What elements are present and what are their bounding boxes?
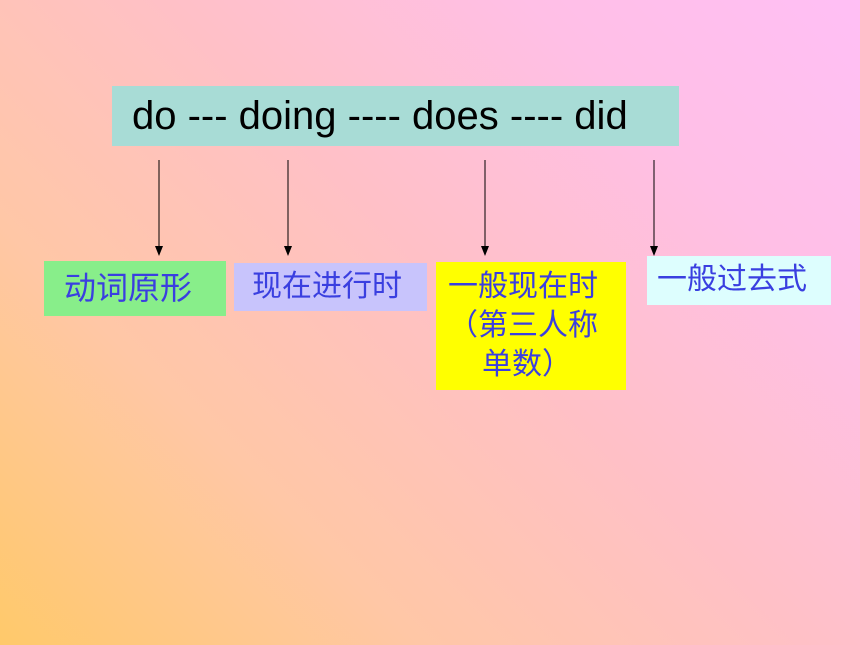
simple-present-label: 一般现在时 （第三人称 单数）: [436, 262, 626, 390]
base-form-label: 动词原形: [44, 261, 226, 316]
arrowhead-does: [481, 246, 489, 256]
simple-present-line3: 单数）: [482, 347, 572, 382]
simple-present-line1: 一般现在时: [448, 269, 598, 304]
simple-present-line2: （第三人称: [448, 308, 598, 343]
arrowhead-doing: [284, 246, 292, 256]
present-continuous-label: 现在进行时: [234, 263, 427, 311]
arrowhead-did: [650, 246, 658, 256]
simple-past-label: 一般过去式: [647, 256, 831, 305]
verb-forms-headline: do --- doing ---- does ---- did: [112, 86, 679, 146]
arrowhead-do: [155, 246, 163, 256]
